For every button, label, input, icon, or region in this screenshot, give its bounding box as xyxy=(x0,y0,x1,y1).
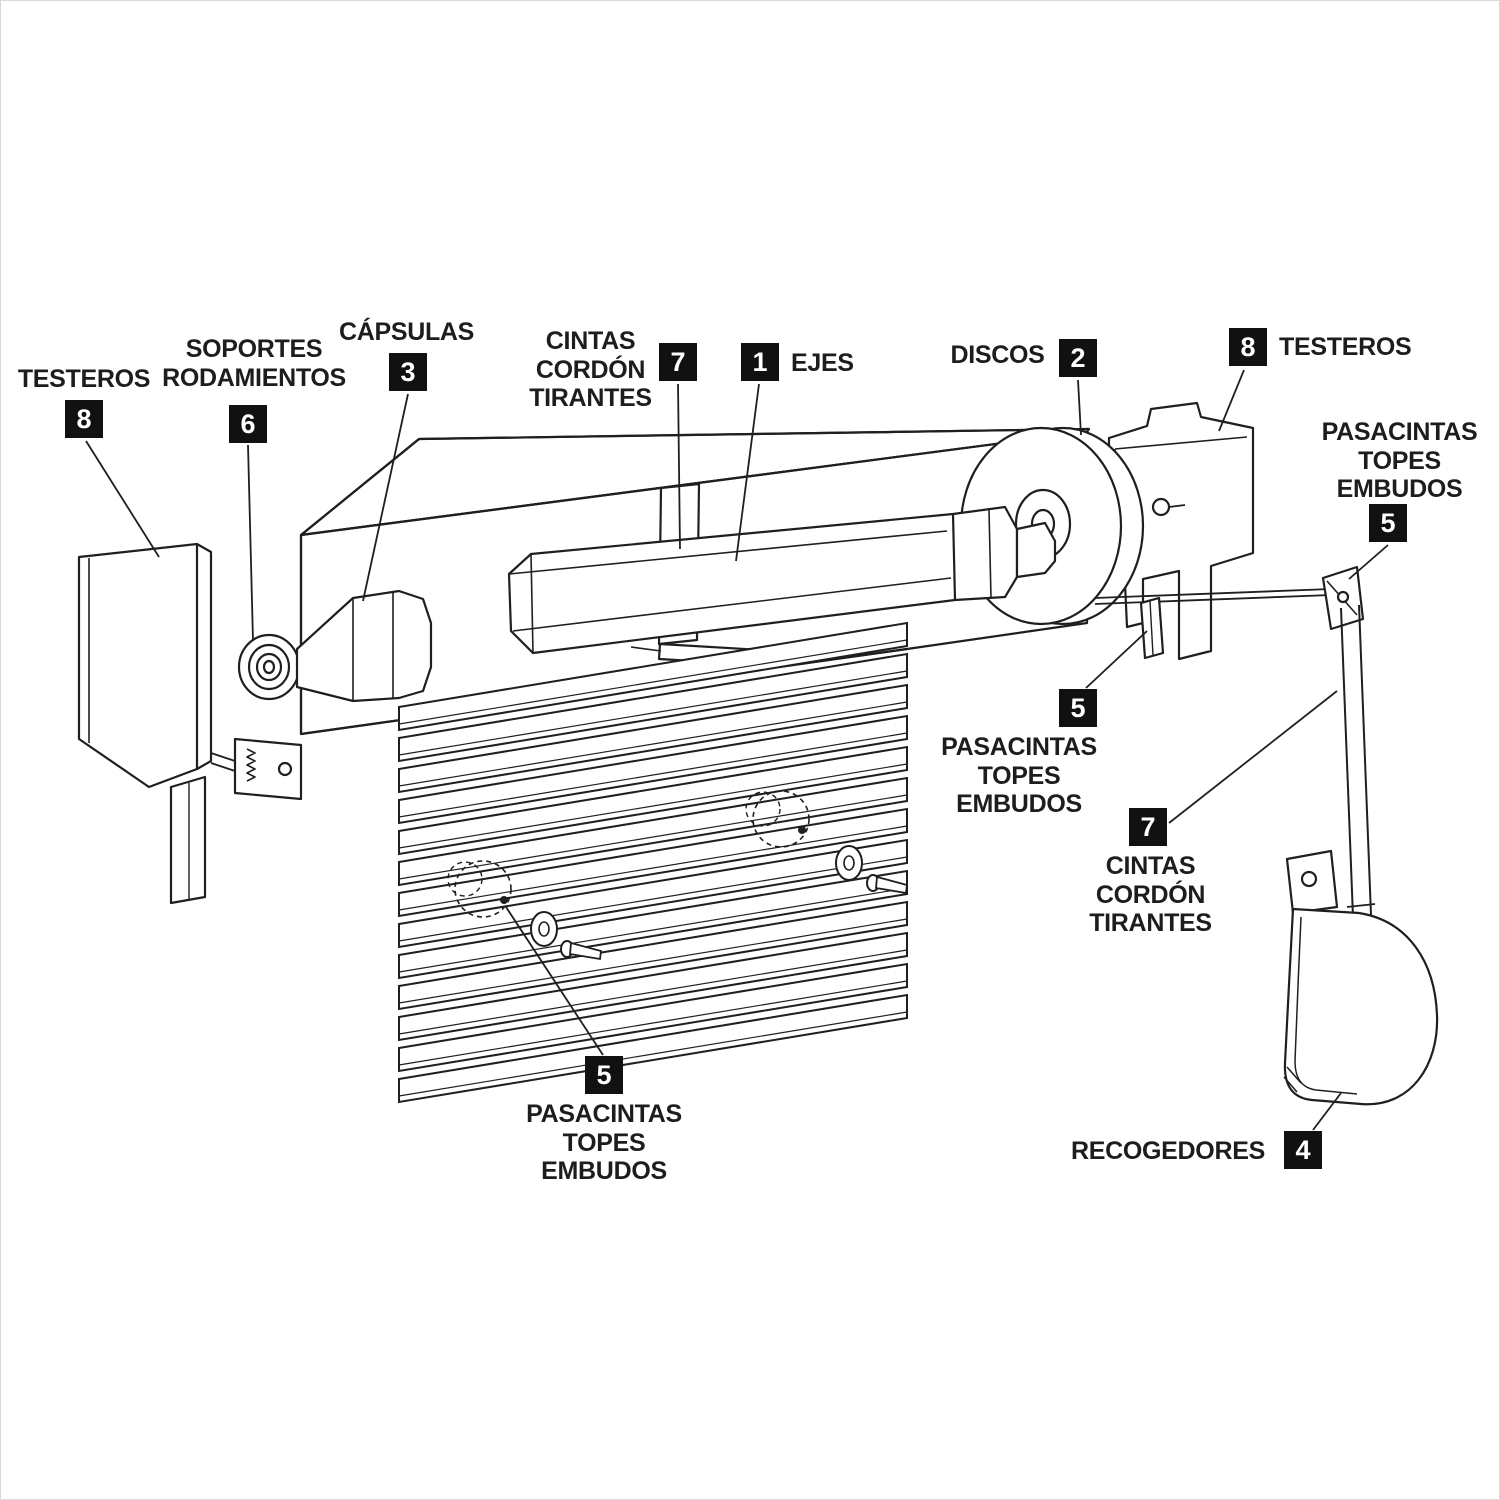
hanging-strap xyxy=(1340,604,1372,918)
leader-lines xyxy=(85,369,1389,1131)
badge-pasacintas-mid: 5 xyxy=(1059,689,1097,727)
label-ejes: EJES xyxy=(791,349,854,377)
label-pasacintas-right: PASACINTAS TOPES EMBUDOS xyxy=(1321,418,1478,503)
badge-discos: 2 xyxy=(1059,339,1097,377)
right-end-plate xyxy=(1107,401,1255,661)
left-end-plate xyxy=(77,542,213,905)
label-soportes-rodamientos: SOPORTES RODAMIENTOS xyxy=(162,335,346,392)
badge-pasacintas-right: 5 xyxy=(1369,504,1407,542)
badge-testeros-left: 8 xyxy=(65,400,103,438)
support-bracket xyxy=(210,737,303,801)
label-testeros-right: TESTEROS xyxy=(1279,333,1412,361)
curtain-slats xyxy=(398,622,908,1103)
badge-testeros-right: 8 xyxy=(1229,328,1267,366)
label-recogedores: RECOGEDORES xyxy=(1071,1137,1265,1165)
curtain-fittings xyxy=(447,790,908,961)
label-discos: DISCOS xyxy=(950,341,1045,369)
capsule xyxy=(295,589,433,703)
badge-ejes: 1 xyxy=(741,343,779,381)
badge-cintas-right: 7 xyxy=(1129,808,1167,846)
badge-cintas-top: 7 xyxy=(659,343,697,381)
label-testeros-left: TESTEROS xyxy=(17,365,151,393)
label-pasacintas-mid: PASACINTAS TOPES EMBUDOS xyxy=(941,733,1097,818)
badge-capsulas: 3 xyxy=(389,353,427,391)
badge-pasacintas-bottom: 5 xyxy=(585,1056,623,1094)
horizontal-rod xyxy=(1094,588,1332,605)
label-capsulas: CÁPSULAS xyxy=(338,318,475,346)
label-cintas-right: CINTAS CORDÓN TIRANTES xyxy=(1089,852,1212,937)
axle-tube xyxy=(507,505,1057,655)
label-cintas-top: CINTAS CORDÓN TIRANTES xyxy=(529,327,652,412)
tape-winder xyxy=(1283,849,1439,1106)
bearing xyxy=(237,633,301,701)
label-pasacintas-bottom: PASACINTAS TOPES EMBUDOS xyxy=(526,1100,682,1185)
badge-soportes-rodamientos: 6 xyxy=(229,405,267,443)
badge-recogedores: 4 xyxy=(1284,1131,1322,1169)
tape-guide-right xyxy=(1321,565,1365,631)
tape-guide-mid xyxy=(1139,596,1165,660)
